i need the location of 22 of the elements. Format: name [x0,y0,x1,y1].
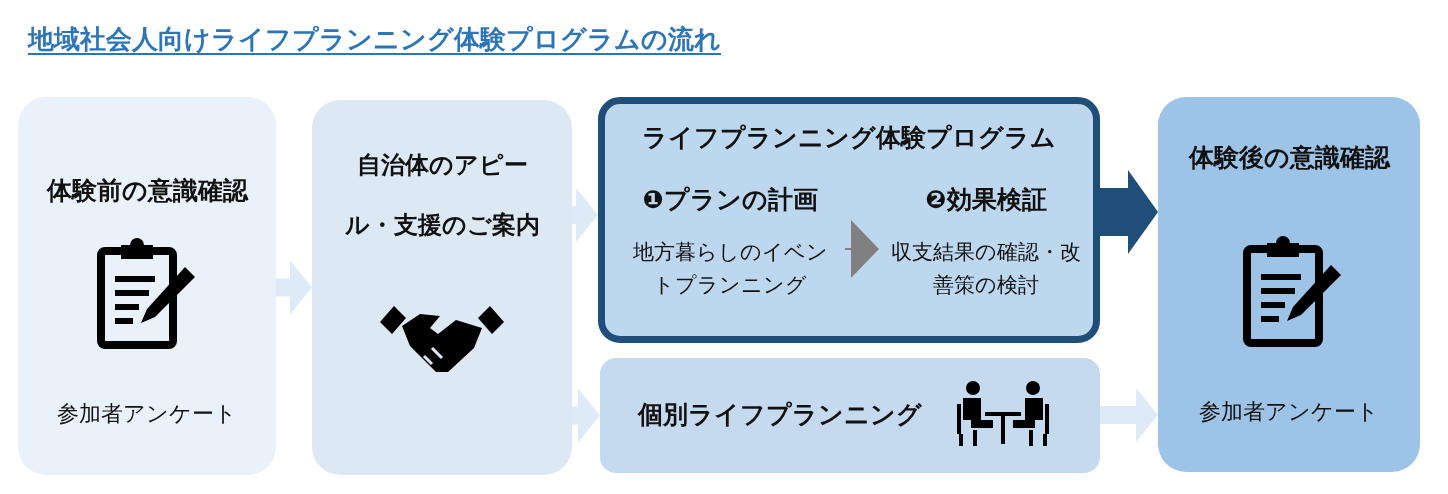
heading: 体験後の意識確認 [1187,142,1392,174]
arrow [572,388,600,443]
body-text: 地方暮らしのイベントプランニング [631,239,829,299]
step-box [18,97,276,475]
body-text: 収支結果の確認・改善策の検討 [890,239,1082,299]
body-text: 参加者アンケート [56,400,238,428]
arrow [572,188,598,242]
title: 地域社会人向けライフプランニング体験プログラムの流れ [28,23,721,56]
step-box [600,358,1100,473]
heading: ❷効果検証 [924,184,1048,216]
arrow [276,260,312,315]
heading: ライフプランニング体験プログラム [641,122,1057,154]
arrow [1100,388,1158,442]
heading: 体験前の意識確認 [45,175,250,207]
step-box [312,100,572,475]
heading: 自治体のアピール・支援のご案内 [343,150,541,241]
program-box [598,97,1100,343]
body-text: 参加者アンケート [1198,398,1380,426]
arrow [844,220,879,278]
heading: 個別ライフプランニング [636,399,923,431]
step-box [1158,97,1420,472]
heading: ❶プランの計画 [641,184,819,216]
